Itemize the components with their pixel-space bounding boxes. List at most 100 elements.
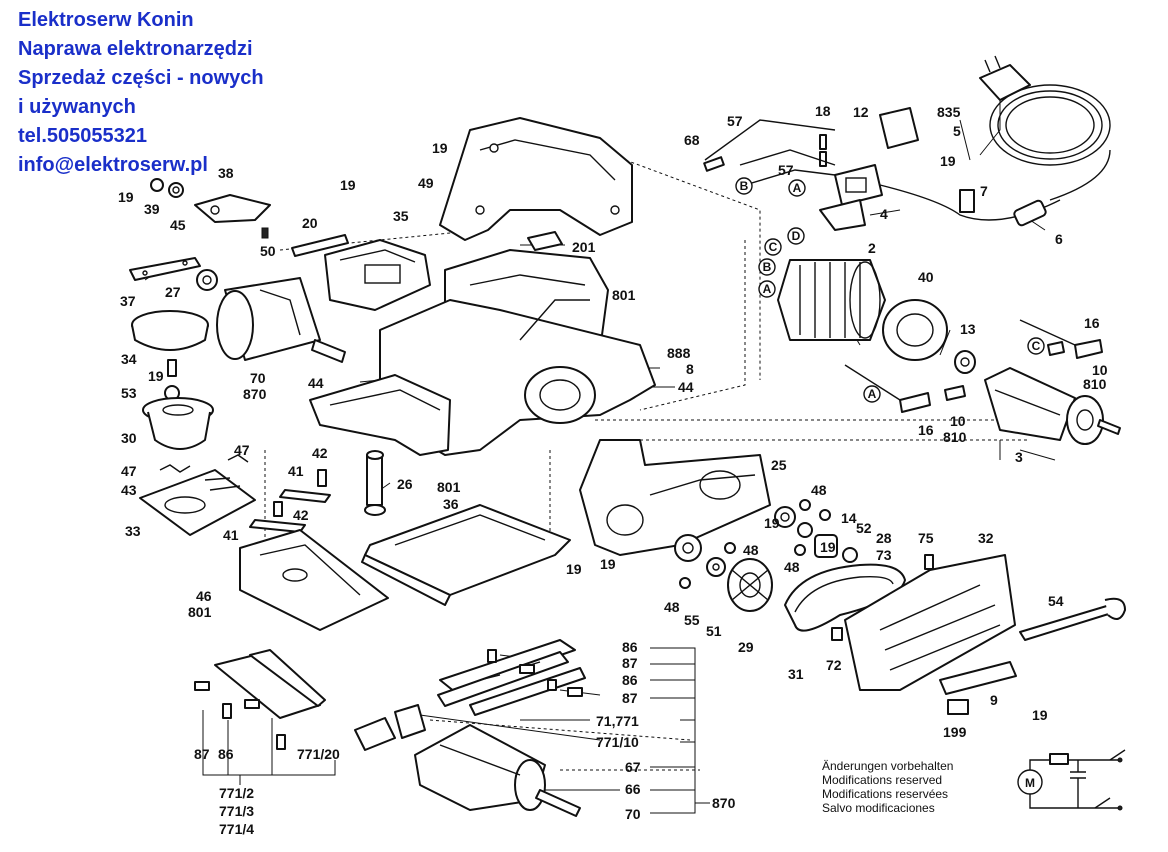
part-callouts: 19 19 19 19 19 19 19 19 19 19 38 39 45 5… (118, 103, 1108, 837)
switch-4 (819, 164, 883, 231)
callout: 47 (234, 442, 250, 458)
svg-text:A: A (763, 282, 772, 296)
callout: 68 (684, 132, 700, 148)
screws-18 (819, 134, 827, 167)
washer-51 (706, 557, 726, 577)
svg-text:C: C (1032, 339, 1041, 353)
callout: 32 (978, 530, 994, 546)
connection-marker: C (1027, 337, 1045, 355)
drive-belt-31 (784, 563, 906, 632)
note-en: Modifications reserved (822, 773, 942, 787)
blade-set-771 (437, 639, 586, 716)
screws-48 (679, 499, 811, 589)
strip-20 (291, 234, 349, 257)
brush-holders-16 (844, 319, 1103, 413)
cutter-drum-67 (414, 724, 581, 817)
callout: 16 (1084, 315, 1100, 331)
callout: 40 (918, 269, 934, 285)
callout: 19 (820, 539, 836, 555)
main-housing (309, 249, 656, 456)
handle-cover-49 (439, 117, 633, 241)
shop-email[interactable]: info@elektroserw.pl (18, 154, 208, 176)
callout: 50 (260, 243, 276, 259)
svg-text:D: D (792, 229, 801, 243)
pulley-29 (727, 558, 773, 612)
base-plate-46 (239, 529, 389, 631)
fan-baffle-40 (882, 299, 948, 361)
svg-text:A: A (793, 181, 802, 195)
callout: 771/20 (297, 746, 340, 762)
svg-text:C: C (769, 240, 778, 254)
callout: 70 (625, 806, 641, 822)
callout: 13 (960, 321, 976, 337)
callout: 44 (308, 375, 324, 391)
callout: 27 (165, 284, 181, 300)
shop-sales: Sprzedaż części - nowych (18, 67, 264, 89)
bearing-27 (196, 269, 218, 291)
shop-service: Naprawa elektronarzędzi (18, 38, 253, 60)
callout: 19 (600, 556, 616, 572)
callout: 3 (1015, 449, 1023, 465)
note-de: Änderungen vorbehalten (822, 759, 953, 773)
callout: 25 (771, 457, 787, 473)
callout: 771/4 (219, 821, 254, 837)
connection-marker: C (764, 238, 782, 256)
callout: 888 (667, 345, 691, 361)
clamps-71 (354, 704, 426, 751)
callout: 42 (312, 445, 328, 461)
connection-marker: B (735, 177, 753, 195)
callout: 53 (121, 385, 137, 401)
wrench-54 (1019, 597, 1126, 641)
connection-marker: A (863, 385, 881, 403)
callout: 57 (778, 162, 794, 178)
callout: 71,771 (596, 713, 639, 729)
callout: 10 (1092, 362, 1108, 378)
callout: 16 (918, 422, 934, 438)
callout: 75 (918, 530, 934, 546)
callout: 9 (990, 692, 998, 708)
callout: 48 (743, 542, 759, 558)
callout: 14 (841, 510, 857, 526)
svg-text:A: A (868, 387, 877, 401)
lever-38 (194, 194, 271, 239)
callout: 199 (943, 724, 967, 740)
callout: 19 (940, 153, 956, 169)
callout: 54 (1048, 593, 1064, 609)
callout: 8 (686, 361, 694, 377)
callout: 37 (120, 293, 136, 309)
callout: 19 (1032, 707, 1048, 723)
pin-75 (924, 554, 934, 570)
note-fr: Modifications reservées (822, 787, 948, 801)
connection-marker: B (758, 258, 776, 276)
callout: 34 (121, 351, 137, 367)
shop-sales-2: i używanych (18, 96, 136, 118)
shop-phone: tel.505055321 (18, 125, 148, 147)
svg-text:B: B (740, 179, 749, 193)
stator-2 (777, 259, 886, 341)
callout: 41 (223, 527, 239, 543)
screw-19-53 (164, 359, 180, 401)
callout: 35 (393, 208, 409, 224)
callout: 801 (188, 604, 212, 620)
connection-markers: B A C D B A C A (735, 177, 1045, 403)
callout: 36 (443, 496, 459, 512)
svg-text:M: M (1025, 776, 1035, 790)
callout: 43 (121, 482, 137, 498)
pin-72 (831, 627, 843, 641)
note-es: Salvo modificaciones (822, 801, 935, 815)
bearing-13 (954, 350, 976, 374)
bearing-55 (674, 534, 702, 562)
callout: 67 (625, 759, 641, 775)
callout: 87 (622, 655, 638, 671)
screw-39-45 (150, 178, 184, 198)
callout: 47 (121, 463, 137, 479)
callout: 835 (937, 104, 961, 120)
part-shapes: M (129, 55, 1126, 817)
belt-cover-32 (844, 554, 1016, 691)
label-199 (947, 699, 969, 715)
shop-contact-header: Elektroserw Konin Naprawa elektronarzędz… (18, 6, 264, 180)
callout: 2 (868, 240, 876, 256)
pin-26 (364, 450, 386, 516)
callout: 48 (664, 599, 680, 615)
